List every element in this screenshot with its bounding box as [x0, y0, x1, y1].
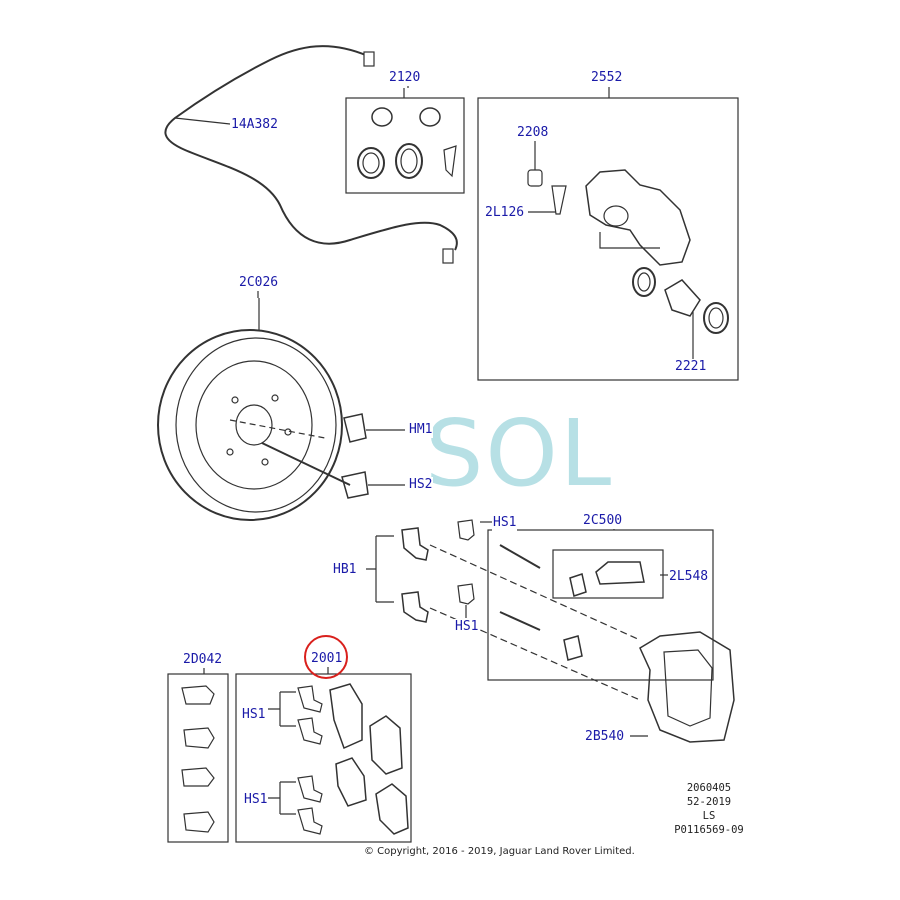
part-label-2B540[interactable]: 2B540	[584, 729, 626, 745]
reference-line-4: P0116569-09	[674, 824, 744, 836]
diagram-reference-block: 2060405 52-2019 LS P0116569-09	[664, 781, 754, 837]
part-label-2L126[interactable]: 2L126	[484, 205, 526, 221]
part-label-HS1-pad-lower[interactable]: HS1	[243, 792, 269, 808]
part-label-2221[interactable]: 2221	[674, 359, 708, 375]
brake-wear-sensor-cable	[164, 45, 458, 251]
part-label-HS1-middle[interactable]: HS1	[454, 619, 480, 635]
brake-disc-outer	[157, 329, 343, 521]
copyright-text: © Copyright, 2016 - 2019, Jaguar Land Ro…	[364, 846, 635, 857]
part-label-HS1-upper[interactable]: HS1	[492, 515, 518, 531]
guide-pin-kit-box	[487, 529, 714, 681]
highlight-circle-2001	[304, 635, 348, 679]
caliper-box	[477, 97, 739, 381]
part-label-2D042[interactable]: 2D042	[182, 652, 224, 668]
watermark: SOL	[425, 400, 614, 507]
caliper-carrier	[639, 631, 735, 743]
part-label-14A382[interactable]: 14A382	[230, 117, 279, 133]
part-label-HS2[interactable]: HS2	[408, 477, 434, 493]
part-label-2L548[interactable]: 2L548	[668, 569, 710, 585]
part-label-2001[interactable]: 2001	[310, 651, 344, 667]
seal-kit-box	[345, 97, 465, 194]
part-label-HB1[interactable]: HB1	[332, 562, 358, 578]
part-label-HM1[interactable]: HM1	[408, 422, 434, 438]
part-label-2552[interactable]: 2552	[590, 70, 624, 86]
part-label-HS1-pad-upper[interactable]: HS1	[241, 707, 267, 723]
brake-pad-set-box	[235, 673, 412, 843]
reference-line-2: 52-2019	[686, 796, 732, 808]
part-label-2C500[interactable]: 2C500	[582, 513, 624, 529]
reference-line-3: LS	[702, 810, 716, 822]
part-label-2120[interactable]: 2120	[388, 70, 422, 86]
caliper-body	[585, 169, 691, 266]
spring-clip-box	[167, 673, 229, 843]
part-label-2C026[interactable]: 2C026	[238, 275, 280, 291]
part-label-2208[interactable]: 2208	[516, 125, 550, 141]
reference-line-1: 2060405	[686, 782, 732, 794]
